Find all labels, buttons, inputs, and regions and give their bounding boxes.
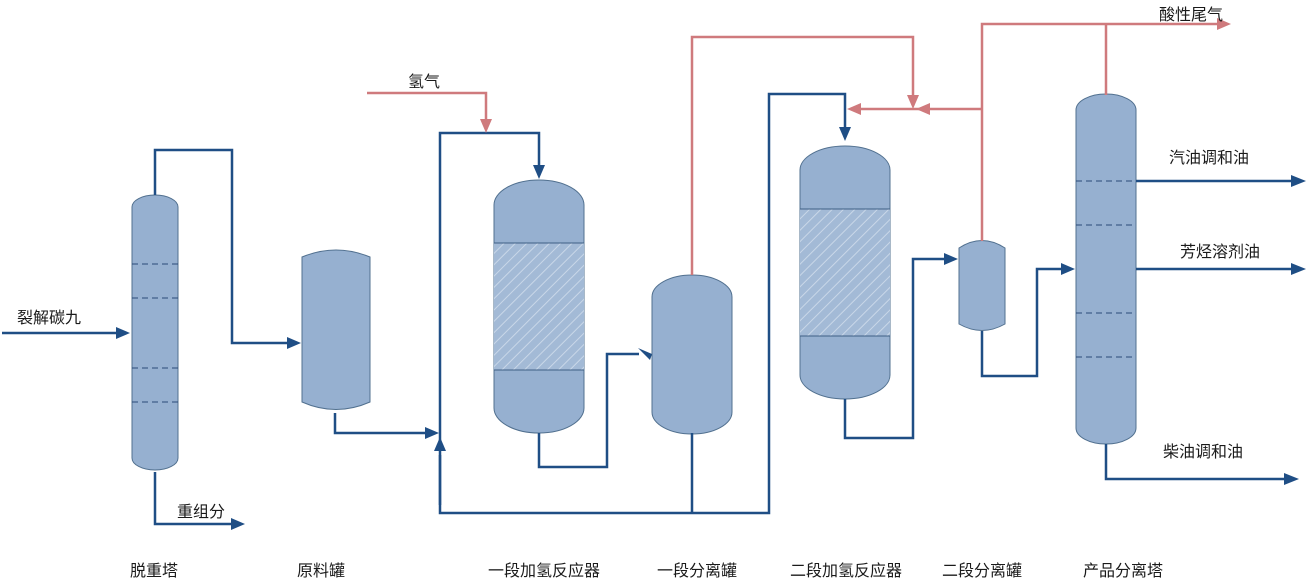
separator-stage-2: [958, 240, 1006, 331]
arrowhead: [847, 103, 861, 115]
hydrogen-feed-line: [367, 91, 488, 120]
arrowhead: [944, 253, 958, 265]
arrowhead: [916, 103, 930, 115]
feed-label: 裂解碳九: [17, 308, 81, 327]
arrowhead: [907, 95, 919, 109]
feed-tank-outlet-line: [333, 413, 426, 435]
acid-gas-label: 酸性尾气: [1159, 5, 1223, 24]
reactor-stage-1: [493, 179, 585, 434]
arrowhead: [1284, 473, 1299, 485]
arrowhead: [434, 437, 446, 451]
arrowhead: [839, 127, 851, 141]
process-lines: [2, 92, 1306, 530]
product-tower-label: 产品分离塔: [1083, 561, 1163, 580]
feed-tank: [301, 249, 371, 410]
recycle-loop-line: [438, 92, 847, 515]
aromatic-label: 芳烃溶剂油: [1180, 242, 1260, 261]
gasoline-label: 汽油调和油: [1169, 148, 1249, 167]
reactor1-label: 一段加氢反应器: [488, 561, 600, 580]
arrowhead: [533, 165, 545, 179]
arrowhead: [638, 348, 652, 360]
deheavy-tower-label: 脱重塔: [130, 561, 178, 580]
reactor-stage-2: [799, 145, 891, 400]
diesel-label: 柴油调和油: [1163, 442, 1243, 461]
hydrogen-lines: [367, 18, 1231, 275]
arrowhead: [231, 518, 245, 530]
reactor2-outlet-line: [843, 257, 945, 440]
arrowhead: [1291, 175, 1306, 187]
tower-overhead-line: [153, 148, 288, 345]
arrowhead: [116, 327, 130, 339]
separator-stage-1: [651, 274, 733, 435]
reactor1-outlet-line: [537, 352, 639, 469]
arrowhead: [1217, 18, 1231, 30]
reactor1-inlet-line: [438, 131, 541, 505]
hydrogen-label: 氢气: [408, 72, 440, 91]
arrowhead: [425, 427, 439, 439]
arrowhead: [287, 337, 301, 349]
separator1-gas-line: [690, 35, 915, 275]
deheavy-tower: [131, 194, 179, 471]
arrowhead: [480, 119, 492, 133]
separator2-label: 二段分离罐: [942, 561, 1022, 580]
separator2-gas-line: [980, 22, 1218, 241]
heavy-label: 重组分: [177, 502, 225, 521]
separator2-outlet-line: [980, 267, 1062, 378]
arrowhead: [1061, 263, 1075, 275]
feed-tank-label: 原料罐: [297, 561, 345, 580]
diesel-line: [1104, 444, 1285, 481]
product-tower: [1075, 93, 1137, 445]
reactor2-label: 二段加氢反应器: [790, 561, 902, 580]
arrowhead: [1291, 263, 1306, 275]
separator1-label: 一段分离罐: [657, 561, 737, 580]
heavy-bottoms-line: [153, 472, 233, 526]
